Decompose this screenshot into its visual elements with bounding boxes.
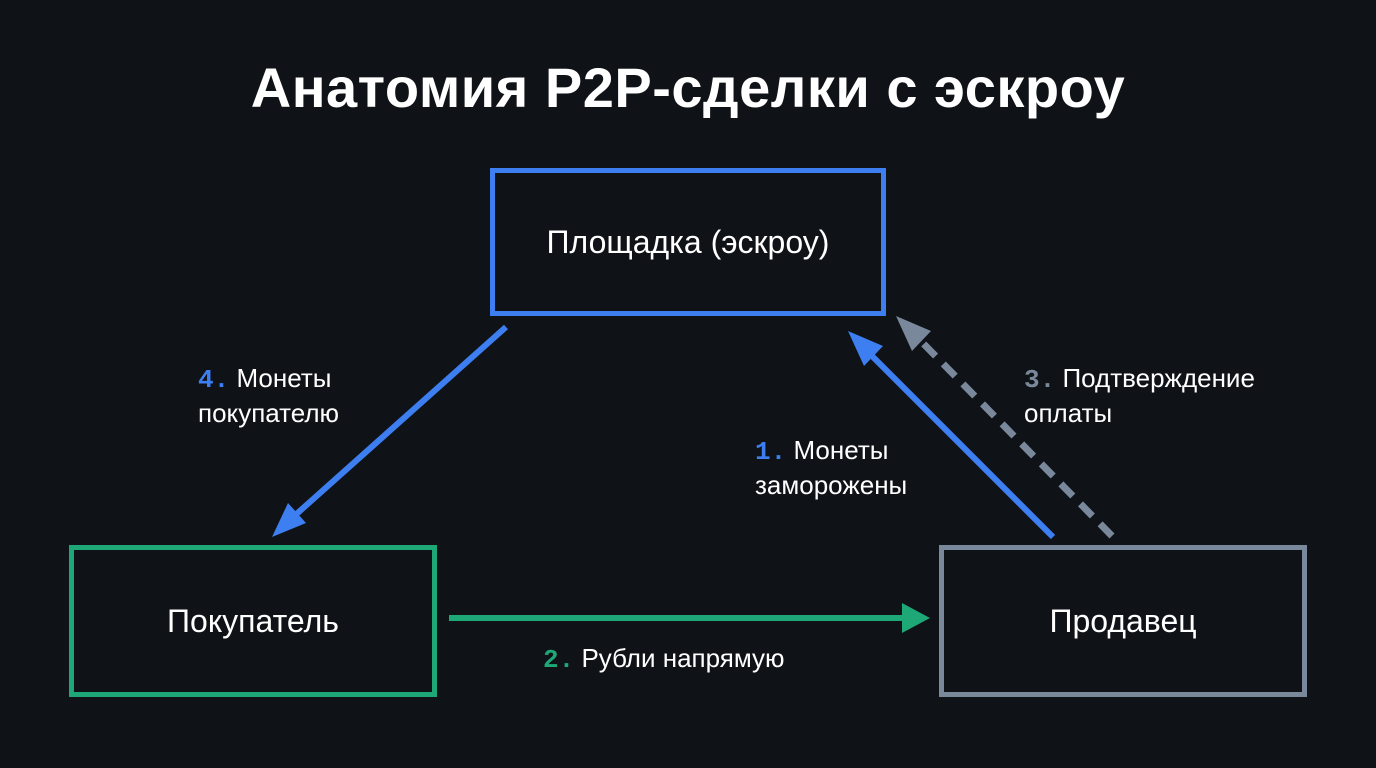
buyer-node-label: Покупатель	[167, 602, 339, 639]
step-2-number: 2.	[543, 645, 575, 675]
buyer-node: Покупатель	[69, 545, 437, 697]
step-2-label: 2. Рубли напрямую	[543, 642, 785, 677]
arrow-confirmation-dashed	[896, 316, 1115, 539]
step-3-label: 3. Подтверждение оплаты	[1024, 362, 1255, 430]
step-4-text-line1: Монеты	[236, 363, 332, 393]
escrow-node-label: Площадка (эскроу)	[546, 223, 830, 260]
seller-node-label: Продавец	[1049, 602, 1197, 639]
step-3-number: 3.	[1024, 365, 1056, 395]
step-1-label: 1. Монеты заморожены	[755, 434, 907, 502]
step-1-number: 1.	[755, 437, 787, 467]
arrow-seller-to-escrow	[848, 331, 1056, 540]
page-title: Анатомия P2P-сделки с эскроу	[250, 56, 1126, 119]
step-3-text-line2: оплаты	[1024, 398, 1113, 428]
step-4-text-line2: покупателю	[198, 398, 340, 428]
step-3-text-line1: Подтверждение	[1062, 363, 1255, 393]
step-4-label: 4. Монеты покупателю	[198, 362, 339, 430]
arrow-escrow-to-buyer	[272, 324, 508, 537]
step-1-text-line2: заморожены	[755, 470, 908, 500]
arrow-buyer-to-seller	[449, 603, 930, 633]
step-2-text-line1: Рубли напрямую	[581, 643, 785, 673]
escrow-node: Площадка (эскроу)	[490, 168, 886, 316]
step-1-text-line1: Монеты	[793, 435, 889, 465]
step-4-number: 4.	[198, 365, 230, 395]
seller-node: Продавец	[939, 545, 1307, 697]
